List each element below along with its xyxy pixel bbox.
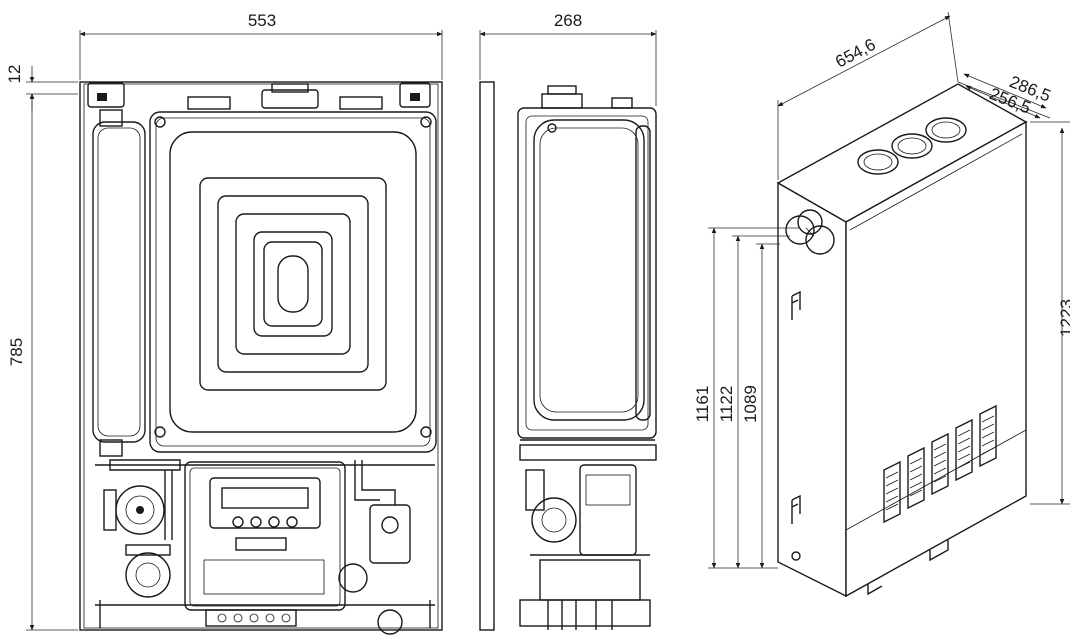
casing-iso-view: [776, 83, 1028, 598]
dim-connection-height-3: 1089: [741, 385, 760, 423]
dim-side-depth: 268: [554, 11, 582, 30]
dim-casing-height: 1223: [1057, 299, 1070, 337]
front-view: [79, 81, 443, 635]
dim-connection-height-2: 1122: [717, 386, 736, 423]
dim-front-height: 785: [7, 338, 26, 366]
vent-louvres: [883, 404, 997, 524]
side-view: [479, 81, 657, 631]
dimension-lines: [26, 11, 1070, 631]
dim-casing-length: 654,6: [832, 35, 878, 72]
dim-top-offset: 12: [5, 65, 24, 84]
dim-connection-height-1: 1161: [693, 386, 712, 423]
dim-front-width: 553: [248, 11, 276, 30]
